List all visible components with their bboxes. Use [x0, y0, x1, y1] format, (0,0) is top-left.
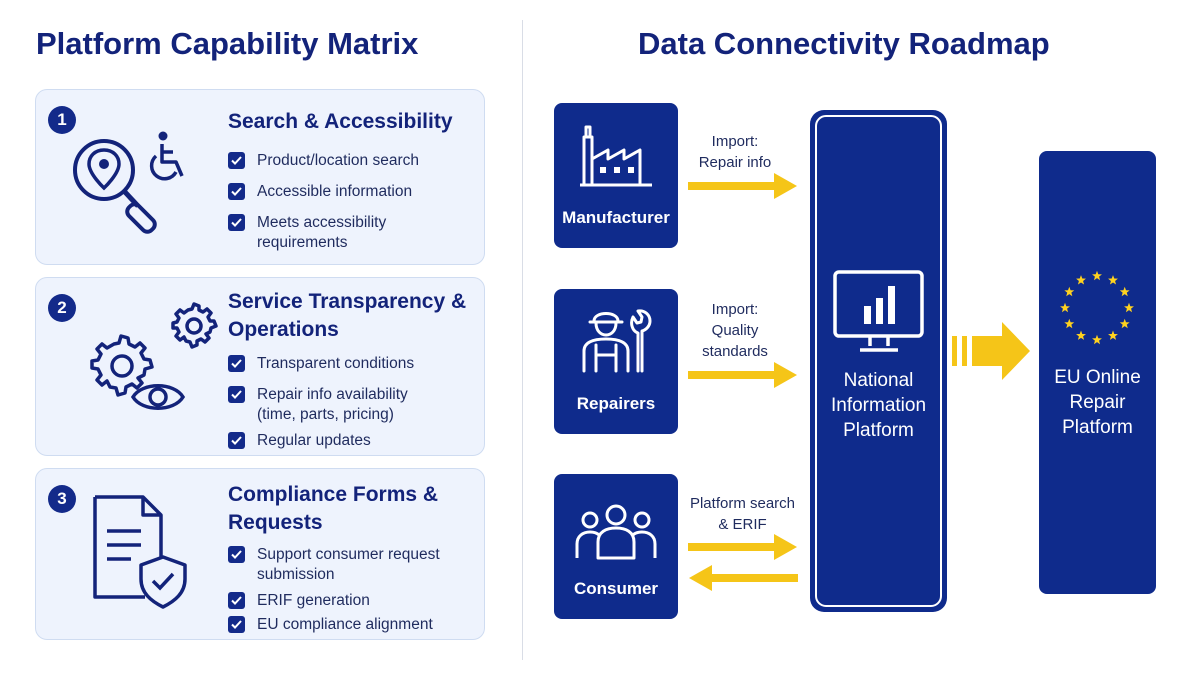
checklist-item: Meets accessibility requirements [228, 213, 438, 253]
factory-icon [580, 125, 652, 187]
matrix-title: Platform Capability Matrix [36, 26, 419, 61]
checklist-item-label: EU compliance alignment [257, 616, 433, 633]
card-number-badge: 1 [48, 106, 76, 134]
actor-manufacturer: Manufacturer [554, 103, 678, 248]
actor-repairers: Repairers [554, 289, 678, 434]
card-heading: Search & Accessibility [228, 110, 453, 133]
eu-platform-label: EU Online Repair Platform [1054, 367, 1141, 438]
eu-star-icon [1076, 275, 1086, 285]
checklist-item: EU compliance alignment [228, 615, 458, 635]
check-icon [228, 432, 245, 449]
eu-stars-icon [1060, 270, 1134, 345]
check-icon [228, 616, 245, 633]
check-icon [228, 152, 245, 169]
arrow-right-icon [688, 173, 797, 199]
card-heading: Service Transparency & Operations [228, 290, 467, 341]
panel-divider [522, 20, 523, 660]
actor-label: Manufacturer [562, 208, 670, 227]
eu-star-icon [1124, 302, 1134, 313]
eu-online-repair-platform: EU Online Repair Platform [1039, 151, 1156, 594]
actor-label: Repairers [576, 394, 656, 413]
check-icon [228, 386, 245, 403]
national-platform-label: National Information Platform [830, 370, 927, 441]
capability-card-search: 1 Search & Accessibility Product/locatio… [35, 89, 485, 265]
checklist-item: Regular updates [228, 431, 438, 451]
flow-label-repair-info: Import: Repair info [698, 133, 772, 171]
flow-label-platform-search: Platform search & ERIF [689, 495, 796, 533]
check-icon [228, 355, 245, 372]
eu-star-icon [1108, 275, 1118, 285]
capability-card-transparency: 2 Service Transparency & Operations Tran… [35, 277, 485, 456]
checklist-item-label: Accessible information [257, 183, 413, 200]
eu-star-icon [1092, 270, 1102, 281]
eu-star-icon [1064, 286, 1075, 297]
eu-star-icon [1060, 302, 1070, 313]
actor-label: Consumer [573, 579, 659, 598]
eu-star-icon [1108, 330, 1118, 340]
checklist-item-label: Transparent conditions [257, 355, 415, 372]
people-icon [575, 504, 657, 560]
eu-star-icon [1119, 286, 1130, 297]
wheelchair-icon [149, 131, 184, 181]
checklist-item-label: Regular updates [257, 432, 371, 449]
eye-icon [130, 384, 186, 410]
platform-border [815, 115, 942, 607]
checklist-item-label: Repair info availability (time, parts, p… [257, 386, 408, 423]
card-heading: Compliance Forms & Requests [228, 483, 439, 534]
checklist-item: ERIF generation [228, 591, 458, 611]
roadmap-title: Data Connectivity Roadmap [638, 26, 1050, 61]
document-shield-icon [93, 495, 187, 609]
eu-star-icon [1076, 330, 1086, 340]
check-icon [228, 214, 245, 231]
capability-card-compliance: 3 Compliance Forms & Requests Support co… [35, 468, 485, 640]
checklist-item: Repair info availability (time, parts, p… [228, 385, 438, 425]
monitor-chart-icon [833, 270, 924, 352]
flow-label-quality-standards: Import: Quality standards [702, 301, 768, 360]
checklist: Support consumer request submission ERIF… [228, 545, 458, 646]
worker-wrench-icon [582, 309, 652, 373]
transfer-arrow-icon [952, 322, 1030, 380]
checklist-item-label: Meets accessibility requirements [257, 214, 387, 251]
checklist: Product/location search Accessible infor… [228, 151, 438, 264]
arrow-right-icon [688, 362, 797, 388]
checklist-item: Accessible information [228, 182, 438, 202]
eu-star-icon [1119, 318, 1130, 329]
checklist-item-label: Product/location search [257, 152, 419, 169]
checklist-item-label: ERIF generation [257, 592, 370, 609]
check-icon [228, 546, 245, 563]
magnifier-pin-icon [73, 139, 157, 234]
national-information-platform: National Information Platform [810, 110, 947, 612]
checklist-item: Transparent conditions [228, 354, 438, 374]
checklist-item-label: Support consumer request submission [257, 546, 440, 583]
eu-star-icon [1092, 334, 1102, 345]
check-icon [228, 592, 245, 609]
checklist-item: Product/location search [228, 151, 438, 171]
checklist: Transparent conditions Repair info avail… [228, 354, 438, 462]
eu-star-icon [1064, 318, 1075, 329]
actor-consumer: Consumer [554, 474, 678, 619]
arrow-right-icon [688, 534, 797, 560]
arrow-left-icon [689, 565, 798, 591]
checklist-item: Support consumer request submission [228, 545, 458, 585]
card-number-badge: 3 [48, 485, 76, 513]
gears-icon [90, 302, 218, 397]
card-number-badge: 2 [48, 294, 76, 322]
check-icon [228, 183, 245, 200]
